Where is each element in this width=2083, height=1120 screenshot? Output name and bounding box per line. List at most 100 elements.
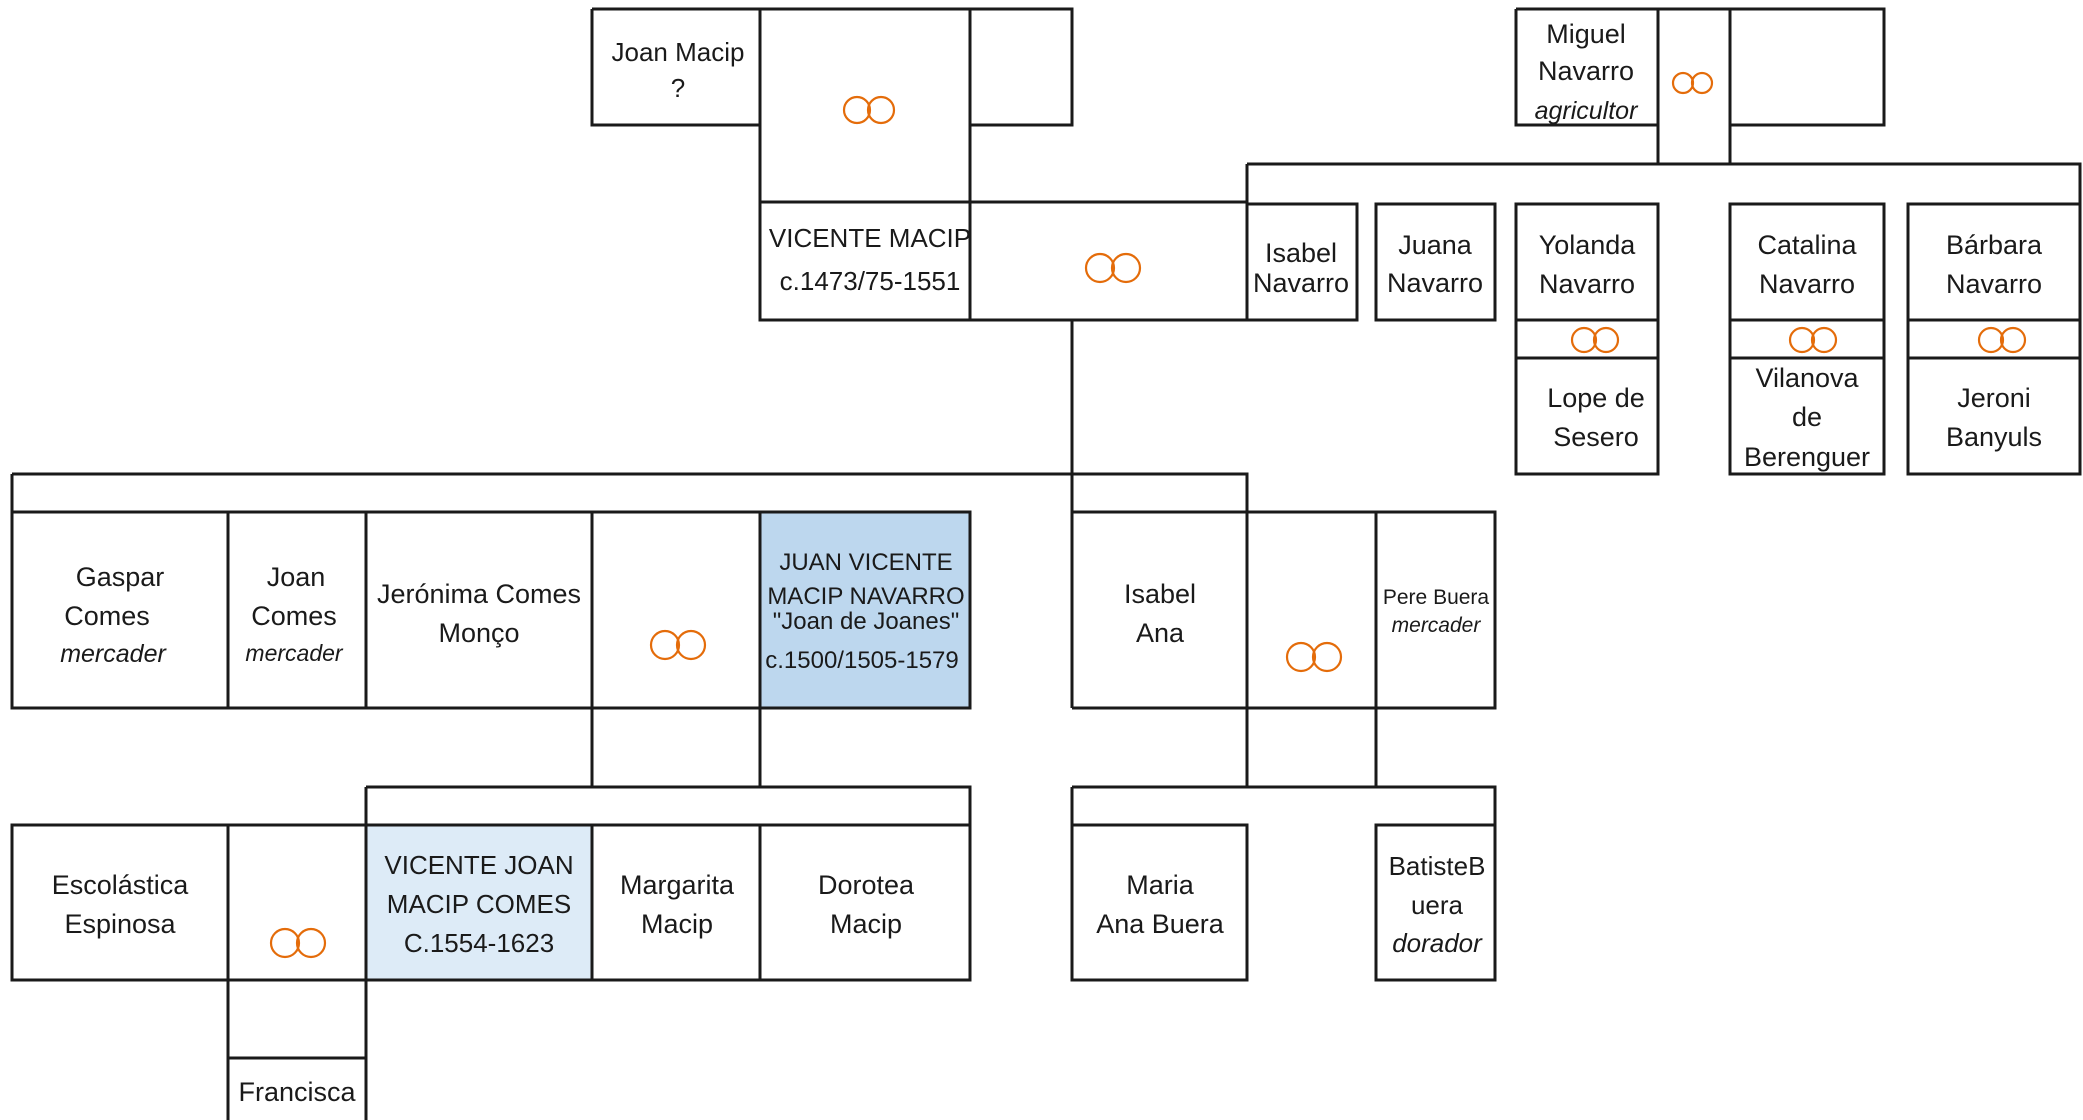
name-line: Banyuls <box>1946 422 2042 452</box>
name-line: MACIP NAVARRO <box>767 583 964 610</box>
rings-icon <box>269 927 327 959</box>
person-isabel-ana: Isabel Ana <box>1124 579 1196 648</box>
person-batiste-buera: BatisteB uera dorador <box>1389 851 1486 958</box>
rings-icon <box>1570 326 1620 354</box>
name-line: Isabel <box>1265 238 1337 268</box>
rings-icon <box>1671 71 1714 95</box>
rings-icon <box>1788 326 1838 354</box>
name-line: Francisca <box>238 1077 356 1107</box>
line-gen3-buera-bar <box>1070 785 1497 825</box>
name-line: Margarita <box>620 870 735 900</box>
rings-icon <box>1084 252 1142 284</box>
person-lope-de-sesero: Lope de Sesero <box>1547 383 1645 452</box>
highlight-vicente-joan <box>366 825 592 980</box>
name-line: Vilanova <box>1755 363 1859 393</box>
name-line: Jerónima Comes <box>377 579 581 609</box>
name-line: Navarro <box>1387 268 1483 298</box>
name-line: Joan <box>267 562 326 592</box>
name-line: Lope de <box>1547 383 1645 413</box>
name-line: Gaspar <box>76 562 165 592</box>
line-miguel-block <box>1514 7 1886 164</box>
highlight-juan-vicente <box>760 512 970 708</box>
person-escolastica-espinosa: Escolástica Espinosa <box>52 870 190 939</box>
name-line: Ana Buera <box>1096 909 1225 939</box>
person-barbara-navarro: Bárbara Navarro <box>1946 230 2043 299</box>
name-line: BatisteB <box>1389 851 1486 881</box>
name-line: Bárbara <box>1946 230 2043 260</box>
name-line: ? <box>671 73 685 103</box>
line-barbara-box <box>1906 202 2082 476</box>
line-juana-navarro-box <box>1374 202 1497 322</box>
line-gen0-left <box>590 7 1074 202</box>
line-yolanda-box <box>1514 202 1660 476</box>
name-line: VICENTE JOAN <box>384 850 573 880</box>
rings-icon <box>1285 641 1343 673</box>
name-line: Jeroni <box>1957 383 2031 413</box>
name-line: VICENTE MACIP <box>769 223 971 253</box>
person-miguel-navarro: Miguel Navarro agricultor <box>1535 19 1639 125</box>
line-catalina-box <box>1728 202 1886 476</box>
occupation: dorador <box>1392 928 1483 958</box>
name-line: Ana <box>1136 618 1185 648</box>
rings-icon <box>1977 326 2027 354</box>
name-line: MACIP COMES <box>387 889 571 919</box>
person-vicente-macip: VICENTE MACIP c.1473/75-1551 <box>769 223 971 296</box>
person-margarita-macip: Margarita Macip <box>620 870 735 939</box>
name-line: Isabel <box>1124 579 1196 609</box>
name-line: uera <box>1411 890 1464 920</box>
person-isabel-navarro: Isabel Navarro <box>1253 238 1349 298</box>
name-line: Joan Macip <box>612 37 745 67</box>
name-line: Macip <box>830 909 902 939</box>
person-jeronima-comes: Jerónima Comes Monço <box>377 579 581 648</box>
person-maria-ana-buera: Maria Ana Buera <box>1096 870 1225 939</box>
name-line: Catalina <box>1757 230 1857 260</box>
person-francisca: Francisca <box>238 1077 356 1107</box>
person-joan-comes: Joan Comes mercader <box>245 562 343 666</box>
name-line: "Joan de Joanes" <box>773 608 960 635</box>
name-line: Navarro <box>1253 268 1349 298</box>
line-gen3-macip-row <box>10 823 972 1120</box>
person-juan-vicente-macip: JUAN VICENTE MACIP NAVARRO "Joan de Joan… <box>765 549 964 674</box>
person-vilanova-de-berenguer: Vilanova de Berenguer <box>1744 363 1870 472</box>
line-children-bar <box>10 472 1249 708</box>
name-line: Navarro <box>1759 269 1855 299</box>
person-dorotea-macip: Dorotea Macip <box>818 870 915 939</box>
name-line: Maria <box>1126 870 1194 900</box>
person-labels: Joan Macip ? Miguel Navarro agricultor V… <box>52 19 2043 1107</box>
line-gen2-row <box>10 510 972 787</box>
person-juana-navarro: Juana Navarro <box>1387 230 1483 298</box>
line-navarro-siblings-bar <box>1245 162 2082 320</box>
tree-lines <box>10 7 2082 1120</box>
occupation: mercader <box>245 640 343 666</box>
marriage-rings <box>269 71 2027 959</box>
name-line: Berenguer <box>1744 442 1870 472</box>
line-vicente-row <box>758 200 1247 322</box>
name-line: C.1554-1623 <box>404 928 554 958</box>
name-line: Sesero <box>1553 422 1639 452</box>
rings-icon <box>649 629 707 661</box>
name-line: Navarro <box>1538 56 1634 86</box>
occupation: mercader <box>1392 614 1482 637</box>
line-gen3-macip-bar <box>364 785 972 825</box>
person-joan-macip: Joan Macip ? <box>612 37 745 103</box>
name-line: Comes <box>64 601 150 631</box>
person-vicente-joan-macip: VICENTE JOAN MACIP COMES C.1554-1623 <box>384 850 573 958</box>
person-yolanda-navarro: Yolanda Navarro <box>1539 230 1637 299</box>
person-gaspar-comes: Gaspar Comes mercader <box>60 562 167 668</box>
line-isabel-ana-row <box>1072 510 1497 787</box>
name-line: Yolanda <box>1539 230 1637 260</box>
rings-icon <box>842 95 896 125</box>
name-line: Navarro <box>1539 269 1635 299</box>
person-catalina-navarro: Catalina Navarro <box>1757 230 1857 299</box>
name-line: Dorotea <box>818 870 915 900</box>
name-line: Macip <box>641 909 713 939</box>
name-line: Monço <box>438 618 519 648</box>
name-line: Navarro <box>1946 269 2042 299</box>
name-line: Escolástica <box>52 870 190 900</box>
name-line: Pere Buera <box>1383 586 1490 609</box>
line-gen3-buera-row <box>1070 823 1497 982</box>
person-jeroni-banyuls: Jeroni Banyuls <box>1946 383 2042 452</box>
name-line: Comes <box>251 601 337 631</box>
occupation: mercader <box>60 640 167 668</box>
